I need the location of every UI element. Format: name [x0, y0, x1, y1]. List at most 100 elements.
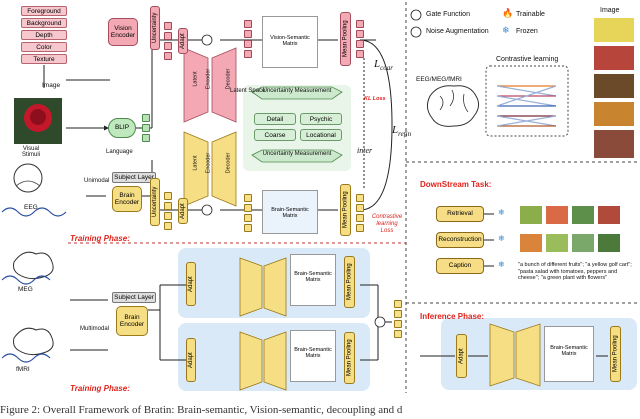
adapt-top: Adapt [178, 28, 188, 54]
token-square [244, 194, 252, 202]
contrastive-brain-label: EEG/MEG/fMRI [416, 76, 462, 83]
token-square [394, 310, 402, 318]
l-refin-sub: refin [398, 130, 412, 139]
legend-gate: Gate Function [426, 11, 470, 18]
image-column-label: Image [600, 7, 620, 14]
brain-matrix-inference: Brain-Semantic Matrix [544, 326, 594, 382]
caption-examples: "a bunch of different fruits"; "a yellow… [518, 262, 632, 281]
latent-label-top: Latent [192, 71, 199, 87]
mean-pooling-meg: Mean Pooling [344, 256, 355, 308]
latent-space-label: Latent Space [230, 88, 266, 94]
token-square [164, 192, 172, 200]
adapt-fmri: Adapt [186, 338, 196, 382]
language-label: Language [106, 149, 133, 155]
uncertainty-measurement-top: Uncertainty Measurement [262, 88, 332, 94]
token-square [164, 32, 172, 40]
latent-label-bottom: Latent [192, 155, 199, 171]
encoder-label-bottom: Encoder [205, 152, 212, 174]
training-phase-top: Training Phase: [70, 234, 130, 243]
legend-trainable: Trainable [516, 11, 545, 18]
feature-background: Background [21, 18, 67, 28]
token-square [142, 114, 150, 122]
brain-matrix-fmri: Brain-Semantic Matrix [290, 330, 336, 382]
snowflake-icon: ❄ [498, 234, 505, 243]
l-coar-main: L [374, 58, 381, 70]
brain-semantic-matrix-top: Brain-Semantic Matrix [262, 190, 318, 234]
fire-icon: 🔥 [502, 8, 514, 18]
decoder-label-bottom: Decoder [225, 152, 232, 174]
mean-pooling-vision: Mean Pooling [340, 12, 351, 66]
token-square [394, 320, 402, 328]
contrastive-title: Contrastive learning [496, 56, 559, 63]
token-square [356, 194, 364, 202]
token-square [164, 202, 172, 210]
feature-color: Color [21, 42, 67, 52]
token-square [244, 50, 252, 58]
vision-encoder: Vision Encoder [108, 18, 138, 46]
uncertainty-bar-bottom: Uncertainty [150, 178, 160, 226]
legend-frozen: Frozen [516, 28, 538, 35]
feature-depth: Depth [21, 30, 67, 40]
l-coar-label: Lcoar [374, 58, 393, 72]
uncertainty-measurement-bottom: Uncertainty Measurement [262, 151, 332, 157]
figure-caption: Figure 2: Overall Framework of Bratin: B… [0, 404, 403, 416]
token-square [244, 20, 252, 28]
adapt-meg: Adapt [186, 262, 196, 306]
token-square [356, 224, 364, 232]
adapt-bottom: Adapt [178, 198, 188, 224]
mean-pooling-fmri: Mean Pooling [344, 332, 355, 384]
token-square [244, 30, 252, 38]
contrastive-loss-label: Contrastive learning Loss [371, 214, 403, 234]
encoder-label-top: Encoder [205, 68, 212, 90]
category-locational: Locational [300, 129, 342, 141]
token-square [164, 42, 172, 50]
decoder-label-top: Decoder [225, 68, 232, 90]
inter-label: inter [357, 146, 373, 155]
l-refin-main: L [392, 124, 399, 136]
kl-loss-label: KL Loss [364, 96, 386, 102]
token-square [244, 40, 252, 48]
token-square [244, 214, 252, 222]
token-square [356, 40, 364, 48]
token-square [164, 52, 172, 60]
downstream-title: DownStream Task: [420, 180, 492, 189]
snowflake-icon: ❄ [502, 25, 510, 35]
visual-stimuli-label: Visual Stimuli [22, 146, 41, 158]
brain-matrix-meg: Brain-Semantic Matrix [290, 254, 336, 306]
brain-encoder-top: Brain Encoder [112, 186, 142, 212]
token-square [356, 20, 364, 28]
subject-layer-bottom: Subject Layer [112, 292, 156, 303]
training-phase-bottom: Training Phase: [70, 384, 130, 393]
token-square [244, 224, 252, 232]
meg-label: MEG [18, 286, 33, 293]
token-square [142, 134, 150, 142]
token-square [164, 212, 172, 220]
eeg-label: EEG [24, 204, 38, 211]
unimodal-label: Unimodal [84, 178, 110, 184]
token-square [356, 30, 364, 38]
token-square [356, 204, 364, 212]
feature-foreground: Foreground [21, 6, 67, 16]
l-refin-label: Lrefin [392, 124, 411, 138]
token-square [164, 22, 172, 30]
mean-pooling-inference: Mean Pooling [610, 326, 621, 382]
inference-title: Inference Phase: [420, 312, 485, 321]
category-psychic: Psychic [300, 113, 342, 125]
blip-model: BLIP [108, 118, 136, 138]
multimodal-label: Multimodal [80, 326, 110, 332]
category-detail: Detail [254, 113, 296, 125]
task-reconstruction: Reconstruction [436, 232, 484, 248]
token-square [394, 330, 402, 338]
token-square [244, 204, 252, 212]
token-square [142, 124, 150, 132]
fmri-label: fMRI [16, 366, 30, 373]
image-label: Image [42, 82, 61, 89]
mean-pooling-brain-top: Mean Pooling [340, 184, 351, 236]
feature-texture: Texture [21, 54, 67, 64]
brain-encoder-bottom: Brain Encoder [116, 306, 148, 336]
legend-noise: Noise Augmentation [426, 28, 489, 35]
vision-semantic-matrix: Vision-Semantic Matrix [262, 16, 318, 68]
task-retrieval: Retrieval [436, 206, 484, 222]
task-caption: Caption [436, 258, 484, 274]
